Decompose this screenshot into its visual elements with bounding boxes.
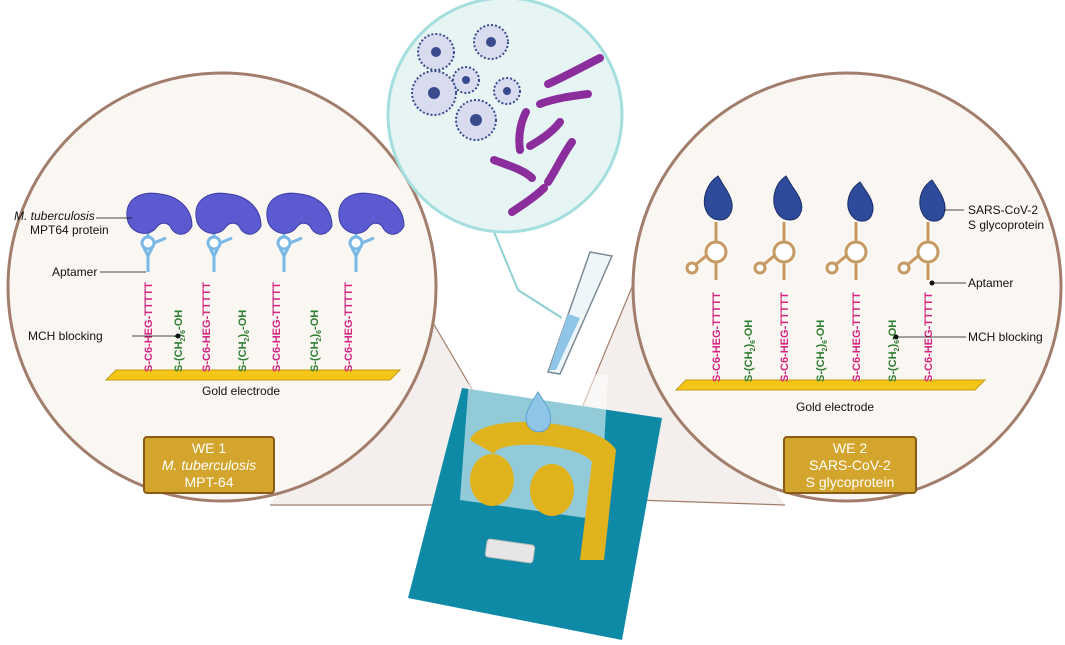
we1-line2: M. tuberculosis (162, 457, 256, 473)
protein-label-right-2: S glycoprotein (968, 218, 1044, 232)
we1-line1: WE 1 (192, 440, 226, 456)
sample-panel (386, 0, 624, 319)
bacterium-icon (526, 118, 564, 150)
mch-chain: S-(CH2)6-OH (815, 320, 829, 382)
virus-cores (428, 37, 511, 126)
electrode-label-left: Gold electrode (202, 384, 280, 398)
gold-electrode-left (104, 369, 402, 381)
mch-chains-left: S-(CH2)6-OH S-(CH2)6-OH S-(CH2)6-OH (173, 310, 323, 372)
chip-counter-electrode (470, 421, 616, 560)
mpt64-protein-icon (126, 192, 193, 235)
left-circle (6, 71, 438, 503)
leader-dot (175, 333, 181, 339)
liquid-drop (525, 391, 552, 433)
linker-chain: S-C6-HEG-TTTTT (851, 292, 863, 382)
mpt64-protein-icon (266, 192, 333, 235)
we1-line3: MPT-64 (184, 474, 233, 490)
right-circle (631, 71, 1063, 503)
linker-chain: S-C6-HEG-TTTTT (143, 282, 155, 372)
we2-box (783, 436, 917, 494)
protein-label-left: MPT64 protein (30, 223, 109, 237)
spike-protein-icon (919, 179, 946, 222)
right-panel: Gold electrode S-C6-HEG-TTTTT S-C6-HEG-T… (631, 71, 1063, 503)
bacterium-icon (536, 90, 592, 108)
we2-line3: S glycoprotein (806, 474, 895, 490)
protein-label-italic-left: M. tuberculosis (14, 209, 95, 223)
spike-protein-icon (773, 175, 803, 221)
bacterium-icon (515, 108, 530, 154)
leader-dot (929, 280, 935, 286)
protein-label-right-1: SARS-CoV-2 (968, 203, 1038, 217)
chip-we2 (530, 464, 574, 516)
linker-chain: S-C6-HEG-TTTTT (711, 292, 723, 382)
chip-we1 (470, 454, 514, 506)
bacterium-icon (544, 54, 604, 88)
aptamer-icon (753, 222, 796, 280)
aptamer-icon (825, 222, 868, 280)
we2-line2: SARS-CoV-2 (809, 457, 891, 473)
linker-chain: S-C6-HEG-TTTTT (343, 282, 355, 372)
linker-chain: S-C6-HEG-TTTTT (201, 282, 213, 372)
aptamer-icon (140, 222, 167, 272)
bacterium-icon (490, 156, 536, 182)
pipette-liquid (549, 314, 580, 370)
pipette (525, 251, 614, 433)
aptamer-label-right: Aptamer (968, 276, 1013, 290)
left-panel: Gold electrode S-C6-HEG-TTTTT S-C6-HEG-T… (6, 71, 438, 503)
mch-chain: S-(CH2)6-OH (309, 310, 323, 372)
mch-chain: S-(CH2)6-OH (237, 310, 251, 372)
electrode-label-right: Gold electrode (796, 400, 874, 414)
spike-protein-icon (847, 181, 874, 222)
we1-box (143, 436, 275, 494)
spike-protein-icon (703, 175, 733, 221)
we2-line1: WE 2 (833, 440, 867, 456)
linker-chains-left: S-C6-HEG-TTTTT S-C6-HEG-TTTTT S-C6-HEG-T… (143, 282, 355, 372)
gold-electrode-right (674, 379, 987, 391)
aptamer-label-left: Aptamer (52, 265, 97, 279)
linker-chains-right: S-C6-HEG-TTTTT S-C6-HEG-TTTTT S-C6-HEG-T… (711, 292, 935, 382)
mch-chain: S-(CH2)6-OH (173, 310, 187, 372)
spike-proteins (703, 175, 946, 222)
aptamer-icon (685, 222, 728, 280)
bacterium-icon (508, 184, 548, 216)
mch-label-right: MCH blocking (968, 330, 1043, 344)
mch-chains-right: S-(CH2)6-OH S-(CH2)6-OH S-(CH2)6-OH (743, 320, 901, 382)
leader-dot (893, 334, 899, 340)
chip-reference-pad (484, 538, 536, 564)
sensor-chip (408, 365, 662, 640)
linker-chain: S-C6-HEG-TTTTT (779, 292, 791, 382)
mpt64-protein-icon (195, 192, 262, 235)
sample-connector (493, 231, 519, 291)
mch-chain: S-(CH2)6-OH (743, 320, 757, 382)
aptamer-icon (206, 222, 233, 272)
mpt64-proteins (126, 192, 405, 235)
aptamers-right (685, 222, 940, 280)
linker-chain: S-C6-HEG-TTTTT (271, 282, 283, 372)
bacterium-icon (544, 138, 576, 186)
mch-chain: S-(CH2)6-OH (887, 320, 901, 382)
sample-connector (517, 289, 563, 319)
aptamer-icon (897, 222, 940, 280)
linker-chain: S-C6-HEG-TTTTT (923, 292, 935, 382)
mch-label-left: MCH blocking (28, 329, 103, 343)
mpt64-protein-icon (338, 192, 405, 235)
bacteria (490, 54, 604, 216)
